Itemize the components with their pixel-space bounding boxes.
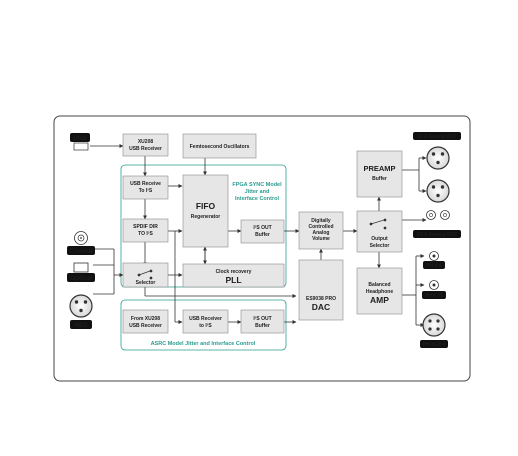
volume-line-3: Analog <box>313 230 330 236</box>
asrc-region <box>120 299 287 351</box>
usb-port-icon <box>73 142 89 151</box>
fpga-caption-2: Jitter and <box>245 189 270 195</box>
output-selector-block <box>356 210 403 253</box>
signal-lines <box>90 144 427 327</box>
aes-input: AES <box>69 294 93 329</box>
output-selector-label: Output <box>371 236 388 242</box>
selector-label: Selector <box>136 280 156 286</box>
from-xu208-block <box>122 309 169 334</box>
ph635-output: PH 6.35 <box>422 280 446 299</box>
rca-jack-icon <box>426 210 436 220</box>
from-xu208-label: From XU208 <box>131 316 160 322</box>
spdif-sublabel: TO I²S <box>138 231 153 237</box>
dac-block <box>298 259 344 321</box>
diagram-frame <box>53 115 471 382</box>
xu208-block <box>122 133 169 157</box>
pll-block <box>182 263 285 288</box>
xlr-connector-icon <box>422 313 446 337</box>
svg-text:PH 4.4: PH 4.4 <box>426 263 442 269</box>
volume-line-2: Controlled <box>309 224 334 230</box>
preamp-sublabel: Buffer <box>372 176 387 182</box>
i2s-out-1-block <box>240 219 285 244</box>
usb-i2s-label: USB Receive <box>130 181 161 187</box>
i2s-out-1-sublabel: Buffer <box>255 232 270 238</box>
fifo-title: FIFO <box>196 201 216 211</box>
pll-title: PLL <box>225 275 241 285</box>
svg-text:PH 6.35: PH 6.35 <box>425 293 443 299</box>
fifo-sublabel: Regenerator <box>191 214 221 220</box>
i2s-out-2-sublabel: Buffer <box>255 323 270 329</box>
xu208-label: XU208 <box>138 139 154 145</box>
fifo-block <box>182 174 229 248</box>
coaxial-jack-icon <box>74 231 88 245</box>
ph44-output: PH 4.4 <box>423 251 445 269</box>
svg-text:Coaxial: Coaxial <box>69 248 92 255</box>
usb-i2s-sublabel: To I²S <box>139 188 153 194</box>
i2s-out-1-label: I²S OUT <box>253 225 271 231</box>
i2s-out-2-block <box>240 309 285 334</box>
svg-text:Optical: Optical <box>70 275 92 282</box>
femto-label: Femtosecond Oscillators <box>190 144 250 150</box>
hp-line-2: Headphone <box>366 289 393 295</box>
fpga-caption-1: FPGA SYNC Model <box>232 182 282 188</box>
usb-input: USB <box>70 133 90 151</box>
hp-title: AMP <box>370 295 389 305</box>
xu208-sublabel: USB Receiver <box>129 146 162 152</box>
usb-rx-i2s-label: USB Receiver <box>189 316 222 322</box>
fpga-caption-3: Interface Control <box>235 196 279 202</box>
xlr-connector-icon <box>426 179 450 203</box>
volume-line-1: Digitally <box>311 218 331 224</box>
output-selector-sublabel: Selector <box>370 243 390 249</box>
preamp-title: PREAMP <box>363 164 395 173</box>
headphone-jack-icon <box>429 280 439 290</box>
headphone-jack-icon <box>429 251 439 261</box>
svg-text:USB: USB <box>73 135 87 142</box>
selector-block <box>122 262 169 288</box>
asrc-caption: ASRC Model Jitter and Interface Control <box>151 341 256 347</box>
selector-switch-icon <box>137 269 153 280</box>
pll-sublabel: Clock recovery <box>216 269 252 275</box>
spdif-label: SPDIF DIR <box>133 224 158 230</box>
hp-amp-block <box>356 267 403 315</box>
phxlr-output: PH XLR 4 <box>420 313 448 348</box>
output-switch-icon <box>369 218 387 230</box>
hp-line-1: Balanced <box>368 282 390 288</box>
rca-jack-icon <box>440 210 450 220</box>
femto-block <box>182 133 257 159</box>
xlr-output: XLR Analog OUT <box>413 132 461 203</box>
usb-i2s-block <box>122 175 169 200</box>
volume-line-4: Volume <box>312 236 330 242</box>
usb-rx-i2s-block <box>182 309 229 334</box>
preamp-block <box>356 150 403 198</box>
svg-text:PH XLR 4: PH XLR 4 <box>423 342 446 348</box>
volume-block <box>298 211 344 250</box>
dac-sublabel: ES9038 PRO <box>306 296 336 302</box>
spdif-block <box>122 218 169 243</box>
optical-port-icon <box>73 262 89 273</box>
i2s-out-2-label: I²S OUT <box>253 316 271 322</box>
dac-title: DAC <box>312 302 330 312</box>
xlr-connector-icon <box>69 294 93 318</box>
svg-text:AES: AES <box>74 322 88 329</box>
svg-text:XLR Analog OUT: XLR Analog OUT <box>417 134 457 140</box>
coaxial-input: Coaxial <box>67 231 95 255</box>
from-xu208-sublabel: USB Receiver <box>129 323 162 329</box>
rca-output: RCA Analog OUT <box>413 210 461 238</box>
usb-rx-i2s-sublabel: to I²S <box>199 323 212 329</box>
xlr-connector-icon <box>426 146 450 170</box>
optical-input: Optical <box>67 262 95 282</box>
svg-text:RCA Analog OUT: RCA Analog OUT <box>417 232 458 238</box>
